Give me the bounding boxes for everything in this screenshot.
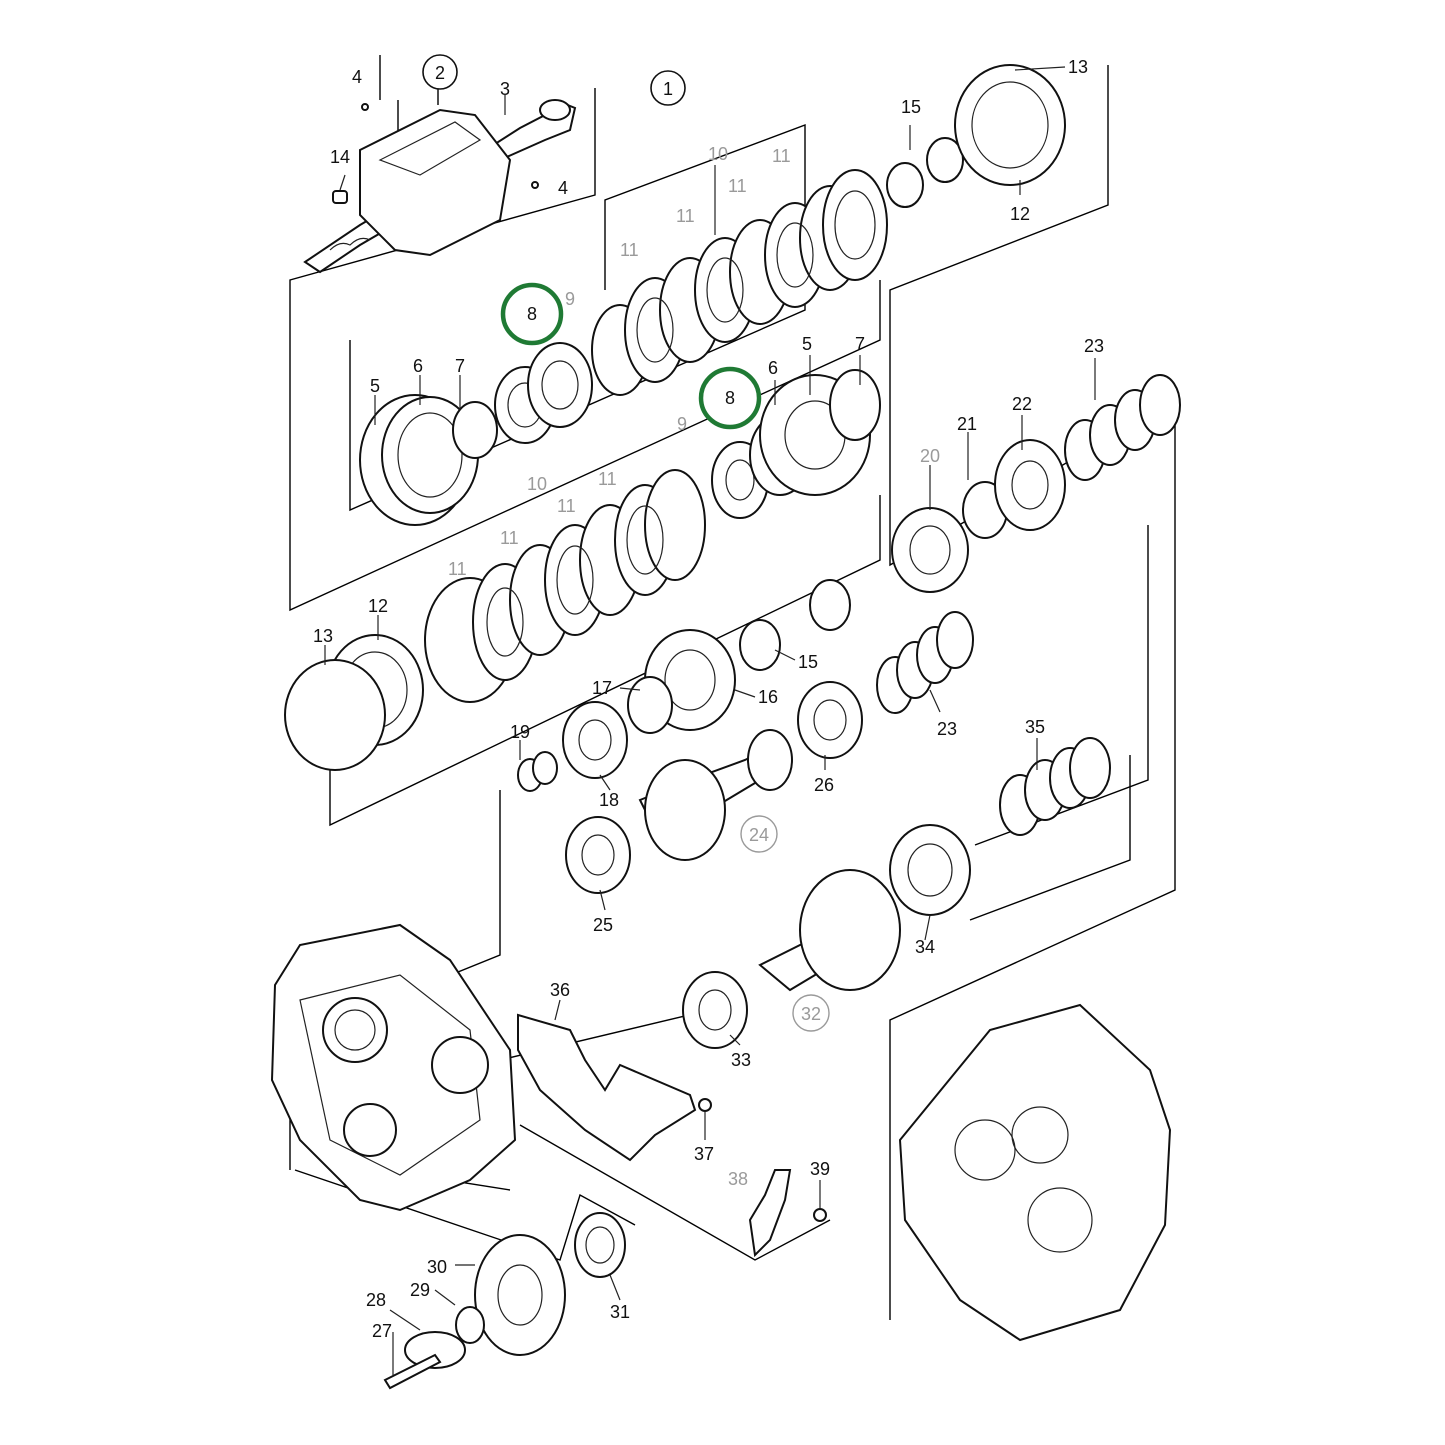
callout-8-highlighted-lower[interactable]: 8 xyxy=(698,366,762,430)
callout-8-highlighted-upper[interactable]: 8 xyxy=(500,282,564,346)
callout-24-text: 24 xyxy=(749,825,769,845)
label-5-left: 5 xyxy=(370,376,380,396)
label-33: 33 xyxy=(731,1050,751,1070)
label-21: 21 xyxy=(957,414,977,434)
label-26: 26 xyxy=(814,775,834,795)
label-7-left: 7 xyxy=(455,356,465,376)
callout-1-text: 1 xyxy=(663,79,673,99)
label-10-top: 10 xyxy=(708,144,728,164)
input-shaft-assembly xyxy=(303,99,577,274)
upper-clutch-pack xyxy=(359,64,1066,526)
callout-1: 1 xyxy=(650,70,686,106)
lower-shaft-parts xyxy=(517,701,1111,1049)
callout-8-upper-text: 8 xyxy=(527,304,537,324)
label-11-e: 11 xyxy=(598,469,617,489)
label-4-top: 4 xyxy=(352,67,362,87)
label-22: 22 xyxy=(1012,394,1032,414)
label-23-mid: 23 xyxy=(937,719,957,739)
label-15-top: 15 xyxy=(901,97,921,117)
callout-20: 20 xyxy=(920,446,940,466)
callout-20-text: 20 xyxy=(920,446,940,466)
label-13-top: 13 xyxy=(1068,57,1088,77)
label-3: 3 xyxy=(500,79,510,99)
label-16: 16 xyxy=(758,687,778,707)
callout-8-lower-text: 8 xyxy=(725,388,735,408)
label-35: 35 xyxy=(1025,717,1045,737)
label-11-f: 11 xyxy=(557,496,576,516)
label-12-mid: 12 xyxy=(368,596,388,616)
label-15-mid: 15 xyxy=(798,652,818,672)
part-labels: 3 4 4 14 13 15 12 10 11 11 11 11 9 5 6 7… xyxy=(313,57,1104,1341)
label-29: 29 xyxy=(410,1280,430,1300)
label-11-b: 11 xyxy=(728,176,747,196)
callout-32-text: 32 xyxy=(801,1004,821,1024)
callout-24: 24 xyxy=(740,815,778,853)
label-6-left: 6 xyxy=(413,356,423,376)
label-7-right: 7 xyxy=(855,334,865,354)
label-11-c: 11 xyxy=(676,206,695,226)
label-10-mid: 10 xyxy=(527,474,547,494)
label-12-top: 12 xyxy=(1010,204,1030,224)
callout-2-text: 2 xyxy=(435,63,445,83)
label-13-mid: 13 xyxy=(313,626,333,646)
label-30: 30 xyxy=(427,1257,447,1277)
label-11-g: 11 xyxy=(500,528,519,548)
label-36: 36 xyxy=(550,980,570,1000)
label-6-right: 6 xyxy=(768,358,778,378)
label-27: 27 xyxy=(372,1321,392,1341)
label-38: 38 xyxy=(728,1169,748,1189)
label-28: 28 xyxy=(366,1290,386,1310)
label-25: 25 xyxy=(593,915,613,935)
label-11-d: 11 xyxy=(620,240,639,260)
callout-32: 32 xyxy=(792,994,830,1032)
label-37: 37 xyxy=(694,1144,714,1164)
label-18: 18 xyxy=(599,790,619,810)
label-5-right: 5 xyxy=(802,334,812,354)
callout-2: 2 xyxy=(422,54,458,90)
label-39: 39 xyxy=(810,1159,830,1179)
label-17: 17 xyxy=(592,678,612,698)
label-34: 34 xyxy=(915,937,935,957)
middle-clutch-pack xyxy=(284,369,881,771)
leader-lines xyxy=(324,66,1096,1375)
housing-parts xyxy=(270,923,1172,1390)
label-9-top: 9 xyxy=(565,289,575,309)
label-11-a: 11 xyxy=(772,146,791,166)
label-19: 19 xyxy=(510,722,530,742)
label-11-h: 11 xyxy=(448,559,467,579)
right-shaft-parts xyxy=(627,374,1181,759)
label-4-right: 4 xyxy=(558,178,568,198)
label-31: 31 xyxy=(610,1302,630,1322)
label-9-mid: 9 xyxy=(677,414,687,434)
circled-callouts: 1 2 8 8 20 24 32 xyxy=(422,54,940,1032)
label-14: 14 xyxy=(330,147,350,167)
label-23-top: 23 xyxy=(1084,336,1104,356)
